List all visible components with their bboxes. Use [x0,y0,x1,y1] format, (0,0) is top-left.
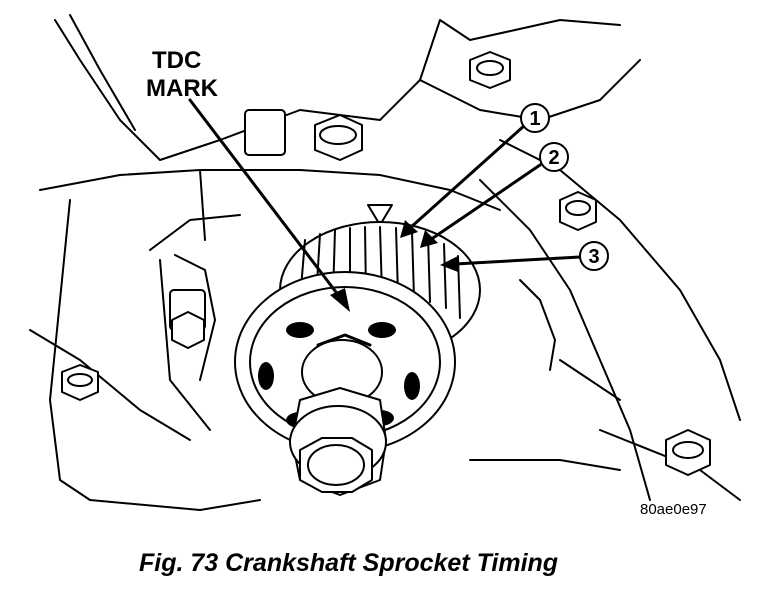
callout-3: 3 [579,241,609,271]
callout-2: 2 [539,142,569,172]
tdc-leader-arrow [188,98,350,312]
triangle-mark-icon [367,204,393,226]
figure-code: 80ae0e97 [640,501,707,518]
crank-bolt [289,387,387,496]
crankshaft-sprocket [234,221,481,453]
tdc-label-line1: TDC [152,47,201,74]
callout-1: 1 [520,103,550,133]
bolt-top [469,51,511,89]
bolt-left [169,289,206,349]
callout-2-number: 2 [548,147,559,169]
callout-1-arrow [400,123,527,238]
callout-2-arrow [420,163,542,248]
bolt-far-left [61,364,99,401]
figure-caption: Fig. 73 Crankshaft Sprocket Timing [139,549,558,577]
bolt-right [559,191,597,231]
callout-3-arrow [440,255,582,272]
callout-3-number: 3 [588,246,599,268]
engine-block [29,14,741,511]
bolt-lower-right [665,429,711,476]
bolt-upper-left [244,109,363,161]
callout-1-number: 1 [529,108,540,130]
tdc-label-line2: MARK [146,75,219,102]
